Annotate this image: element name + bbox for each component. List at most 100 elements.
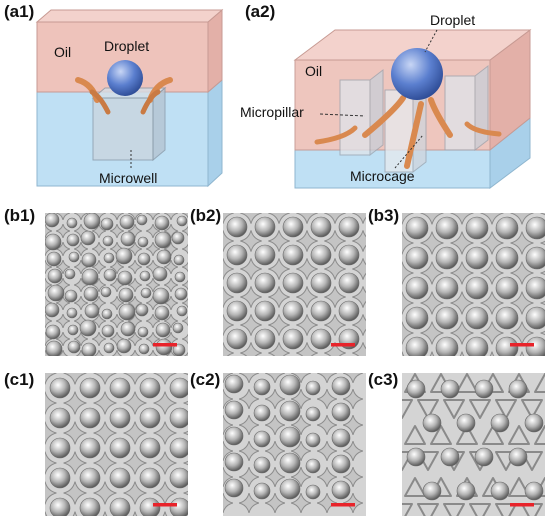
microstructure xyxy=(110,224,124,238)
droplet-sphere xyxy=(254,328,276,350)
droplet-sphere xyxy=(79,497,101,516)
droplet-sphere xyxy=(525,276,545,300)
microstructure xyxy=(510,231,534,255)
microstructure xyxy=(56,242,70,256)
microstructure xyxy=(264,414,286,436)
droplet-sphere xyxy=(79,437,101,459)
microstructure xyxy=(456,373,478,393)
microstructure xyxy=(223,466,234,488)
microstructure xyxy=(420,321,444,345)
microstructure xyxy=(324,213,346,224)
microstructure xyxy=(56,260,70,274)
droplet-sphere xyxy=(79,467,101,489)
microstructure xyxy=(182,315,188,327)
droplet-label-a1: Droplet xyxy=(104,38,150,54)
microstructure xyxy=(342,440,364,462)
droplet-sphere xyxy=(174,287,188,301)
microstructure xyxy=(183,351,188,356)
microstructure xyxy=(296,342,318,356)
microstructure xyxy=(450,231,474,255)
droplet-sphere xyxy=(101,308,113,320)
microstructure xyxy=(240,258,262,280)
microstructure xyxy=(128,260,142,274)
droplet-sphere xyxy=(115,247,133,265)
oil-label-a2: Oil xyxy=(305,63,323,79)
droplet-sphere xyxy=(422,481,442,501)
droplet-sphere xyxy=(305,432,321,448)
microstructure xyxy=(182,279,188,291)
droplet-sphere xyxy=(331,376,351,396)
microstructure xyxy=(521,451,543,471)
droplet-sphere xyxy=(435,246,459,270)
microstructure xyxy=(182,243,188,255)
microstructure xyxy=(223,388,234,410)
microstructure xyxy=(342,388,364,410)
droplet-sphere xyxy=(405,306,429,330)
droplet-sphere xyxy=(81,342,97,356)
microstructure xyxy=(56,296,70,310)
microstructure xyxy=(352,213,366,224)
droplet-sphere xyxy=(152,287,170,305)
microstructure xyxy=(290,414,312,436)
droplet-sphere xyxy=(456,481,476,501)
microstructure xyxy=(495,503,517,516)
microstructure xyxy=(352,314,366,336)
droplet-sphere xyxy=(119,214,135,230)
droplet-sphere xyxy=(435,306,459,330)
droplet-sphere xyxy=(253,430,271,448)
droplet-sphere xyxy=(81,268,99,286)
droplet-sphere xyxy=(139,270,151,282)
droplet-sphere xyxy=(45,233,62,251)
microstructure xyxy=(182,225,188,237)
microstructure xyxy=(238,492,260,514)
droplet-sphere xyxy=(49,377,71,399)
microstructure xyxy=(420,261,444,285)
microstructure xyxy=(146,314,160,328)
microstructure xyxy=(324,342,346,356)
microstructure xyxy=(238,414,260,436)
microstructure xyxy=(417,503,439,516)
microstructure xyxy=(324,230,346,252)
droplet-sphere xyxy=(47,268,63,284)
droplet-sphere xyxy=(310,300,332,322)
microstructure xyxy=(264,492,286,514)
microstructure xyxy=(93,451,117,475)
microstructure xyxy=(165,350,177,356)
microstructure xyxy=(534,425,545,445)
droplet-sphere xyxy=(66,233,80,247)
microstructure xyxy=(420,213,444,225)
microstructure xyxy=(153,451,177,475)
microstructure xyxy=(264,466,286,488)
droplet-sphere xyxy=(310,244,332,266)
droplet-sphere xyxy=(435,276,459,300)
microstructure xyxy=(352,286,366,308)
microstructure xyxy=(63,481,87,505)
microstructure xyxy=(508,425,530,445)
droplet-sphere xyxy=(508,379,528,399)
microstructure xyxy=(45,451,57,475)
droplet-sphere xyxy=(465,216,489,240)
microstructure xyxy=(402,213,414,225)
droplet-sphere xyxy=(405,276,429,300)
microstructure xyxy=(316,414,338,436)
droplet-sphere xyxy=(47,284,65,302)
microstructure xyxy=(417,399,439,419)
microstructure xyxy=(63,373,87,385)
droplet-sphere xyxy=(136,214,148,226)
schematic-microwell xyxy=(35,8,224,188)
microstructure xyxy=(129,350,141,356)
microstructure xyxy=(146,224,160,238)
microstructure xyxy=(93,481,117,505)
microstructure xyxy=(123,421,147,445)
droplet-sphere xyxy=(435,336,459,356)
microstructure xyxy=(123,373,147,385)
microstructure xyxy=(402,291,414,315)
microstructure xyxy=(164,296,178,310)
microstructure xyxy=(296,314,318,336)
droplet-sphere xyxy=(103,268,117,282)
microstructure xyxy=(74,296,88,310)
microstructure xyxy=(45,391,57,415)
microstructure xyxy=(63,421,87,445)
droplet-sphere xyxy=(495,216,519,240)
microstructure xyxy=(57,350,69,356)
